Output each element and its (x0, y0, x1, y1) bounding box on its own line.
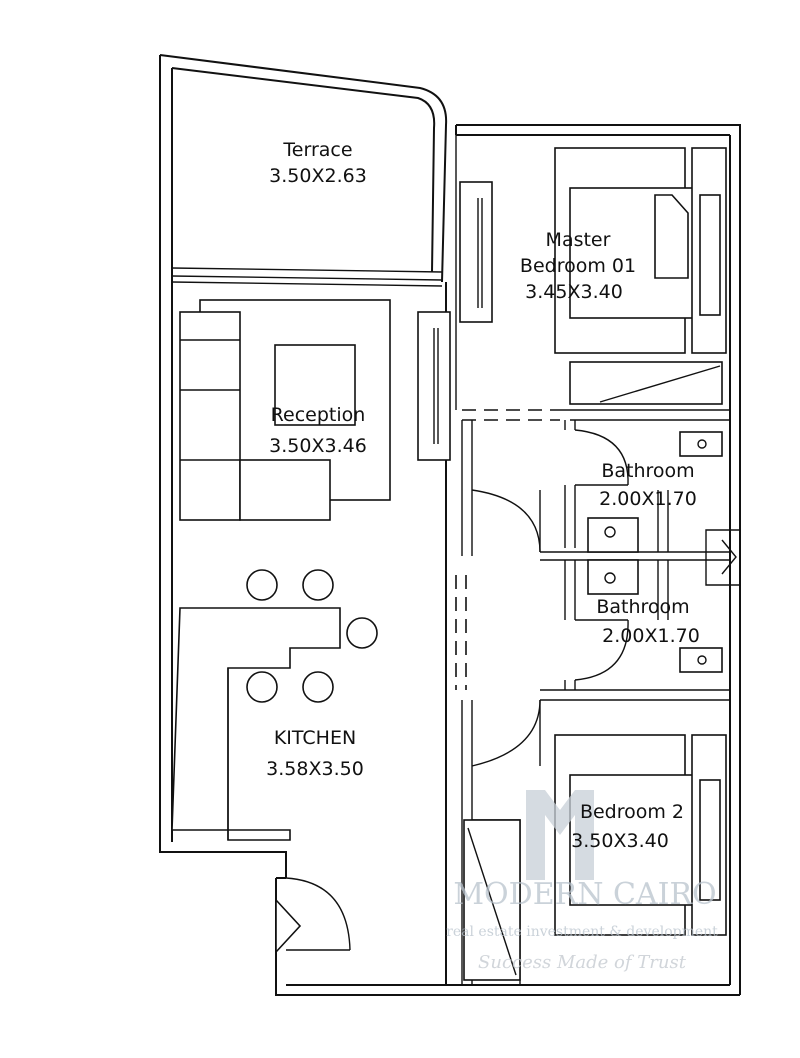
bathroom-2-size: 2.00X1.70 (602, 625, 700, 647)
furniture (171, 147, 727, 936)
bedroom-2-size: 3.50X3.40 (571, 830, 669, 852)
watermark-tagline: real estate investment & development (446, 924, 718, 940)
watermark-logo-icon (526, 790, 594, 880)
wardrobes (417, 181, 723, 981)
watermark: MODERN CAIRO real estate investment & de… (446, 790, 718, 973)
reception-size: 3.50X3.46 (269, 435, 367, 457)
bathroom-2-label: Bathroom (596, 596, 689, 618)
terrace-size: 3.50X2.63 (269, 165, 367, 187)
reception-label: Reception (271, 404, 366, 426)
kitchen-size: 3.58X3.50 (266, 758, 364, 780)
doors (275, 429, 741, 955)
room-labels: Terrace 3.50X2.63 Master Bedroom 01 3.45… (266, 139, 700, 852)
master-bedroom-label-2: Bedroom 01 (520, 255, 636, 277)
watermark-slogan: Success Made of Trust (478, 952, 687, 973)
terrace-label: Terrace (282, 139, 352, 161)
bedroom-2-label: Bedroom 2 (580, 801, 684, 823)
master-bedroom-label: Master (546, 229, 611, 251)
master-bedroom-size: 3.45X3.40 (525, 281, 623, 303)
watermark-brand: MODERN CAIRO (453, 877, 716, 912)
bathroom-1-size: 2.00X1.70 (599, 488, 697, 510)
kitchen-label: KITCHEN (274, 727, 356, 749)
bathroom-1-label: Bathroom (601, 460, 694, 482)
